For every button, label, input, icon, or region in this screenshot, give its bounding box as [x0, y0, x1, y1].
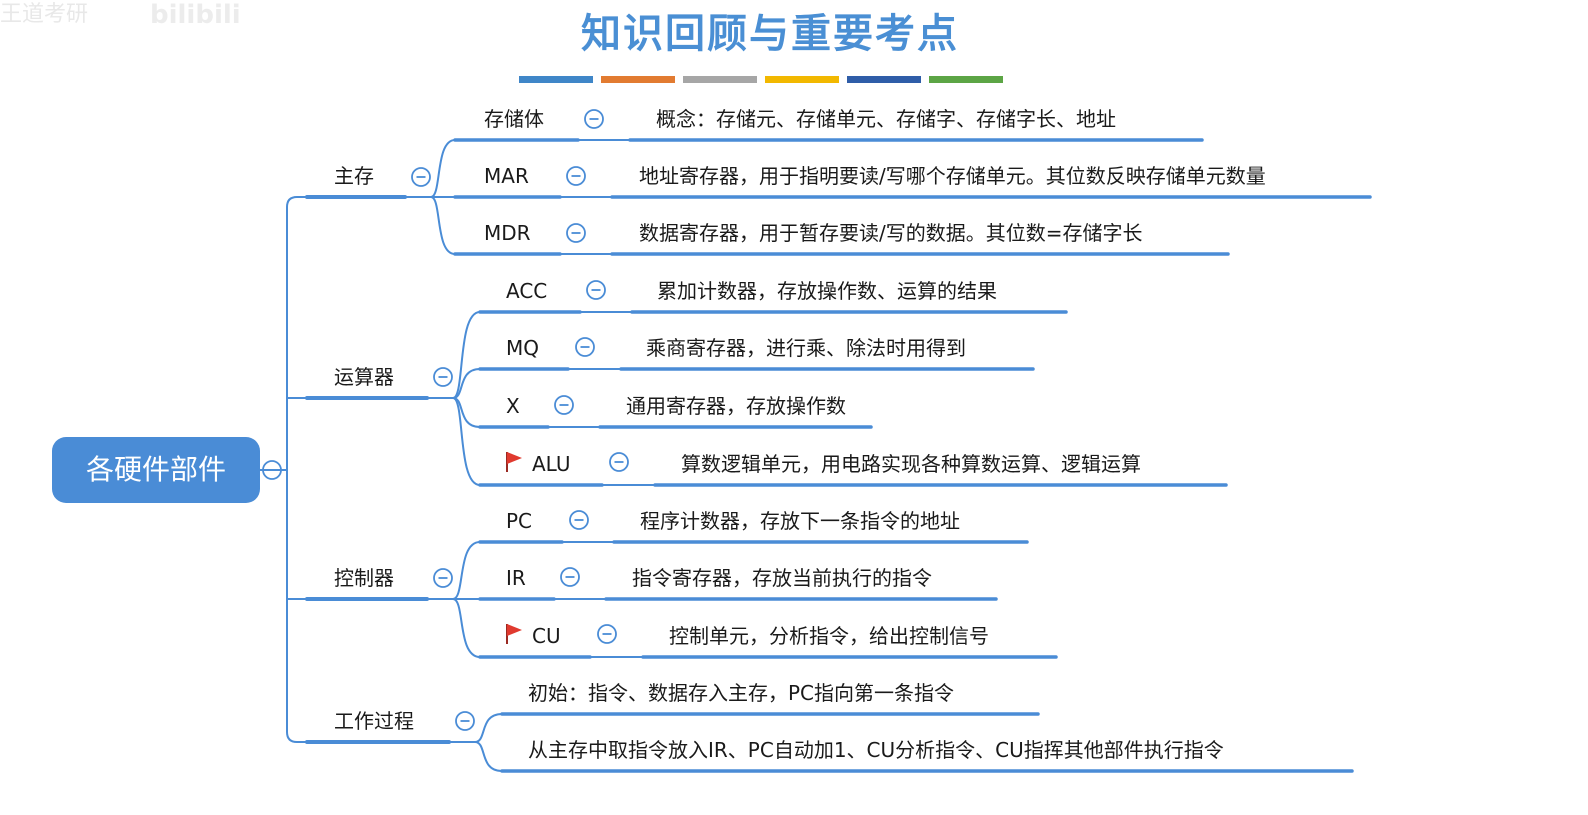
- color-bar: [519, 76, 593, 83]
- desc-text: 程序计数器，存放下一条指令的地址: [640, 509, 960, 533]
- branch-label[interactable]: 主存: [334, 164, 374, 188]
- color-bar: [847, 76, 921, 83]
- branch-collapse-button[interactable]: [433, 367, 453, 387]
- child-label[interactable]: MAR: [484, 164, 529, 188]
- branch-collapse-button[interactable]: [433, 568, 453, 588]
- child-collapse-button[interactable]: [586, 280, 606, 300]
- child-collapse-button[interactable]: [584, 109, 604, 129]
- child-label[interactable]: ALU: [532, 452, 571, 476]
- desc-text: 概念：存储元、存储单元、存储字、存储字长、地址: [656, 107, 1116, 131]
- page-title: 知识回顾与重要考点: [581, 11, 959, 57]
- child-collapse-button[interactable]: [566, 166, 586, 186]
- desc-text: 指令寄存器，存放当前执行的指令: [632, 566, 932, 590]
- desc-text: 通用寄存器，存放操作数: [626, 394, 846, 418]
- child-label[interactable]: MDR: [484, 221, 531, 245]
- child-label[interactable]: CU: [532, 624, 561, 648]
- child-label[interactable]: ACC: [506, 279, 548, 303]
- desc-text: 乘商寄存器，进行乘、除法时用得到: [646, 336, 966, 360]
- color-bar: [929, 76, 1003, 83]
- child-label[interactable]: PC: [506, 509, 533, 533]
- trunk-up: [282, 196, 307, 471]
- child-label[interactable]: IR: [506, 566, 526, 590]
- desc-text: 地址寄存器，用于指明要读/写哪个存储单元。其位数反映存储单元数量: [639, 164, 1266, 188]
- watermark-text: 王道考研: [0, 2, 89, 27]
- child-connector: [474, 741, 503, 772]
- child-connector: [430, 196, 456, 255]
- child-label[interactable]: 初始：指令、数据存入主存，PC指向第一条指令: [528, 681, 955, 705]
- child-collapse-button[interactable]: [609, 452, 629, 472]
- child-connector: [452, 541, 481, 600]
- child-connector: [474, 713, 503, 743]
- desc-text: 累加计数器，存放操作数、运算的结果: [657, 279, 997, 303]
- root-node[interactable]: 各硬件部件: [52, 437, 260, 503]
- branch-collapse-button[interactable]: [411, 167, 431, 187]
- desc-text: 算数逻辑单元，用电路实现各种算数运算、逻辑运算: [681, 452, 1141, 476]
- flag-icon: [506, 624, 522, 644]
- child-collapse-button[interactable]: [560, 567, 580, 587]
- child-connector: [452, 311, 481, 399]
- child-collapse-button[interactable]: [554, 395, 574, 415]
- desc-text: 控制单元，分析指令，给出控制信号: [669, 624, 989, 648]
- child-label[interactable]: X: [506, 394, 520, 418]
- branch-label[interactable]: 工作过程: [334, 709, 414, 733]
- child-connector: [430, 139, 456, 198]
- child-connector: [452, 397, 481, 486]
- child-collapse-button[interactable]: [597, 624, 617, 644]
- bilibili-watermark: bilibili: [150, 0, 241, 30]
- desc-text: 数据寄存器，用于暂存要读/写的数据。其位数=存储字长: [639, 221, 1143, 245]
- child-collapse-button[interactable]: [575, 337, 595, 357]
- color-bar: [765, 76, 839, 83]
- child-collapse-button[interactable]: [569, 510, 589, 530]
- child-connector: [452, 598, 481, 658]
- branch-collapse-button[interactable]: [455, 711, 475, 731]
- child-label[interactable]: MQ: [506, 336, 539, 360]
- child-collapse-button[interactable]: [566, 223, 586, 243]
- child-label[interactable]: 从主存中取指令放入IR、PC自动加1、CU分析指令、CU指挥其他部件执行指令: [528, 738, 1224, 762]
- trunk-down: [286, 470, 307, 743]
- branch-label[interactable]: 运算器: [334, 365, 394, 389]
- color-bar: [683, 76, 757, 83]
- color-bar: [601, 76, 675, 83]
- flag-icon: [506, 452, 522, 472]
- child-connector: [452, 368, 481, 399]
- child-label[interactable]: 存储体: [484, 107, 544, 131]
- branch-label[interactable]: 控制器: [334, 566, 394, 590]
